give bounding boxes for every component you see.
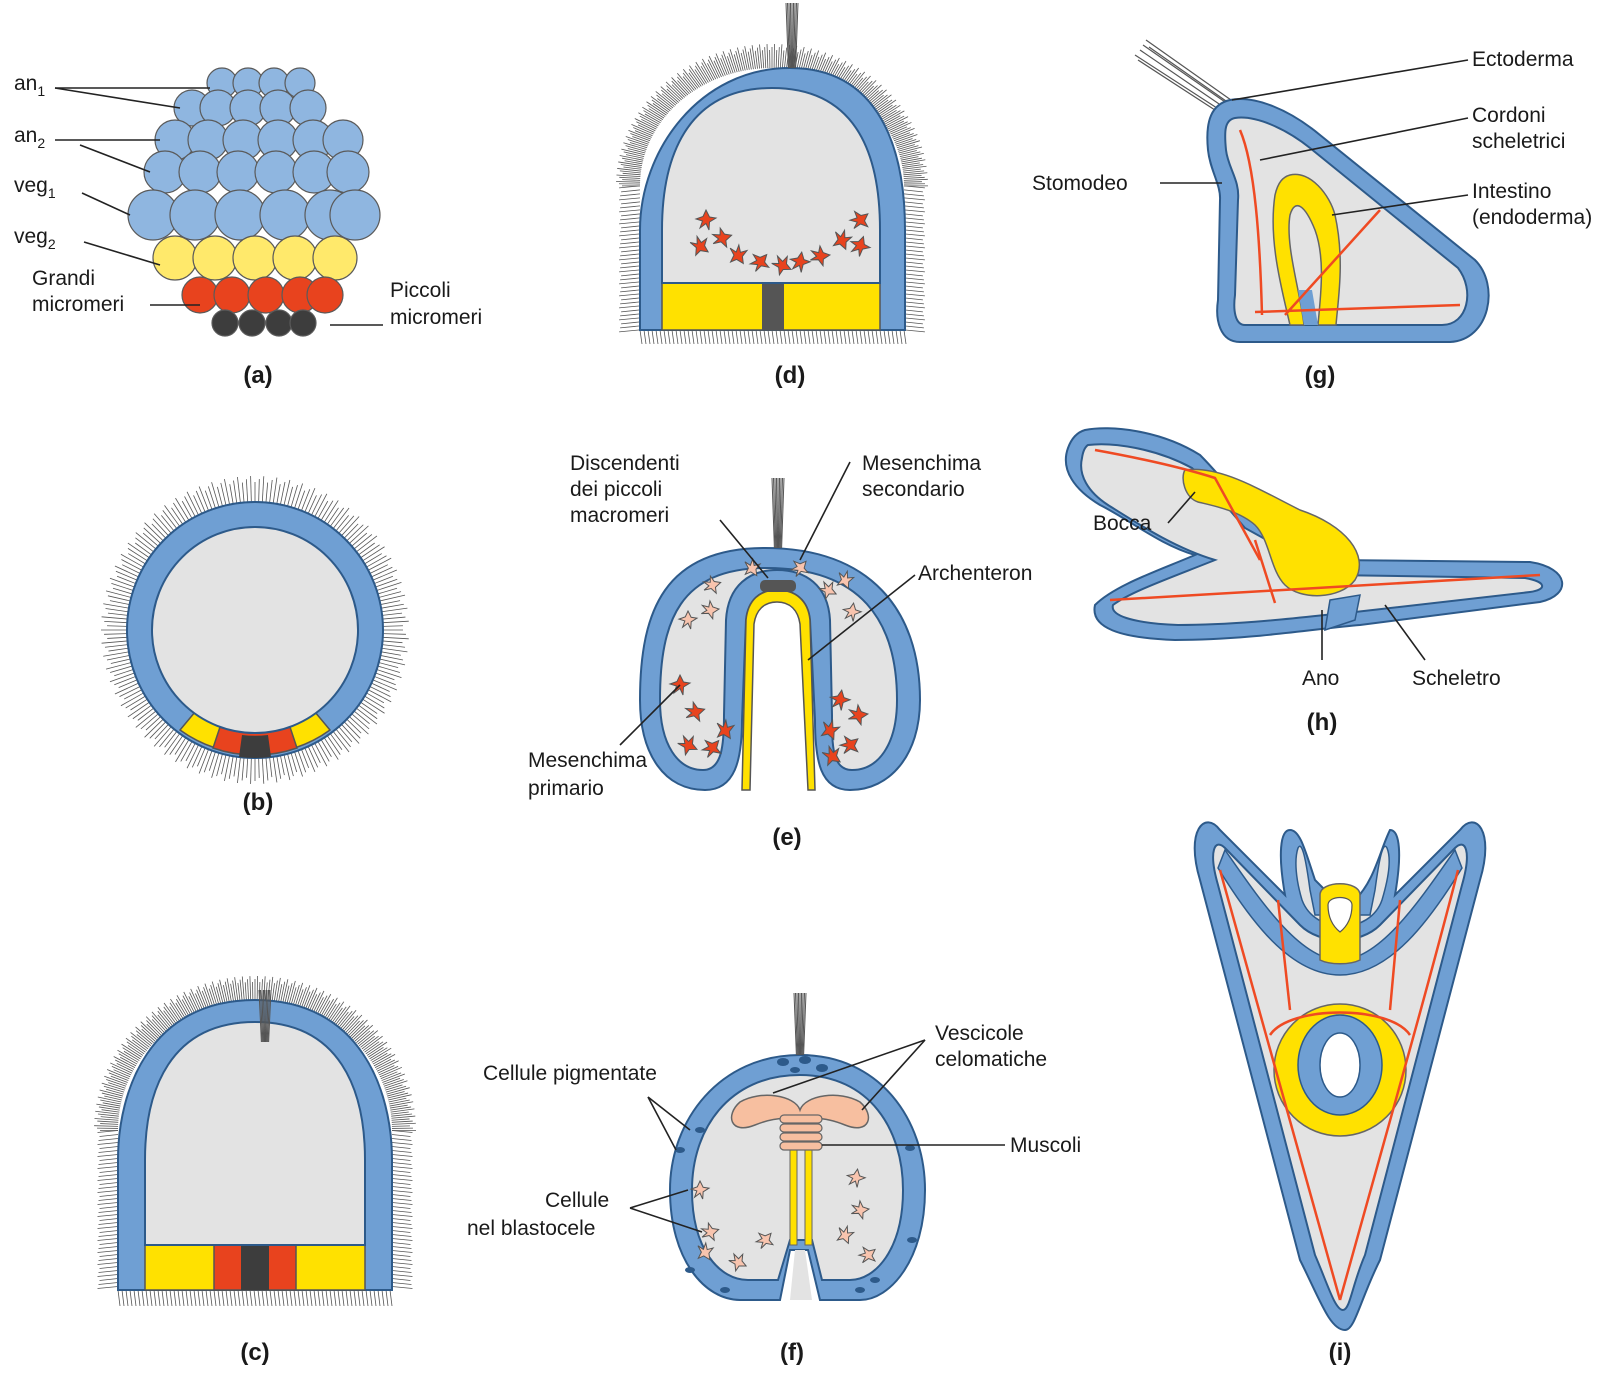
blastomere <box>273 236 317 280</box>
vescicole-label-2: celomatiche <box>935 1048 1047 1071</box>
blastomere <box>307 277 343 313</box>
piccoli-label-2: micromeri <box>390 306 482 329</box>
muscle-rings <box>780 1115 822 1150</box>
cordoni-label-1: Cordoni <box>1472 104 1546 127</box>
cordoni-label-2: scheletrici <box>1472 130 1565 153</box>
small-micromeres <box>239 735 271 758</box>
panel-h-label: (h) <box>1307 709 1338 736</box>
stomodeo-label: Stomodeo <box>1032 172 1128 195</box>
blastomere <box>313 236 357 280</box>
apical-tuft <box>786 3 798 68</box>
panel-e: Discendenti dei piccoli macromeri Mesenc… <box>528 452 1032 851</box>
blastomere <box>214 277 250 313</box>
ano-label: Ano <box>1302 667 1339 690</box>
panel-b-label: (b) <box>243 789 274 816</box>
mes-prim-label-2: primario <box>528 777 604 800</box>
blastomere <box>330 190 380 240</box>
blastomere <box>170 190 220 240</box>
blastomere <box>266 310 292 336</box>
discendenti-label-2: dei piccoli <box>570 478 662 501</box>
blastomere <box>239 310 265 336</box>
mes-sec-label-2: secondario <box>862 478 965 501</box>
stomodeum-opening <box>790 1250 812 1300</box>
bocca-label: Bocca <box>1093 512 1152 535</box>
blastomere <box>179 151 221 193</box>
piccoli-label-1: Piccoli <box>390 279 451 302</box>
small-micromeres <box>241 1245 269 1290</box>
an2-label: an2 <box>14 124 45 151</box>
apical-tuft <box>794 993 806 1055</box>
archenteron <box>742 590 815 790</box>
gut-left <box>790 1145 797 1245</box>
gut-right <box>805 1145 812 1245</box>
blastomere <box>153 236 197 280</box>
apical-tuft <box>1135 40 1231 112</box>
panel-b: (b) <box>101 476 409 816</box>
blastomere <box>260 190 310 240</box>
blastocoel <box>152 527 358 733</box>
panel-g-label: (g) <box>1305 362 1336 389</box>
muscoli-label: Muscoli <box>1010 1134 1081 1157</box>
blastomere <box>193 236 237 280</box>
intestino-label-2: (endoderma) <box>1472 206 1592 229</box>
discendenti-label-1: Discendenti <box>570 452 680 475</box>
panel-a-label: (a) <box>243 362 272 389</box>
grandi-label-2: micromeri <box>32 293 124 316</box>
veg1-label: veg1 <box>14 174 56 201</box>
small-micromere-descendants <box>760 580 796 592</box>
panel-c-label: (c) <box>240 1339 269 1366</box>
panel-g: Ectoderma Cordoni scheletrici Stomodeo I… <box>1032 40 1592 389</box>
blastomere <box>248 277 284 313</box>
panel-f-label: (f) <box>780 1339 804 1366</box>
vescicole-label-1: Vescicole <box>935 1022 1024 1045</box>
panel-a: an1 an2 veg1 veg2 Grandi micromeri Picco… <box>14 68 482 389</box>
blastocoel <box>145 1022 365 1245</box>
pigment-label: Cellule pigmentate <box>483 1062 657 1085</box>
intestino-label-1: Intestino <box>1472 180 1551 203</box>
discendenti-label-3: macromeri <box>570 504 669 527</box>
blastomere <box>212 310 238 336</box>
archenteron-label: Archenteron <box>918 562 1032 585</box>
an1-label: an1 <box>14 72 45 99</box>
veg2-label: veg2 <box>14 225 56 252</box>
panel-d: (d) <box>616 3 928 389</box>
intestine-lumen <box>1320 1033 1360 1097</box>
grandi-label-1: Grandi <box>32 267 95 290</box>
blastomere <box>255 151 297 193</box>
blastomere <box>182 277 218 313</box>
panel-e-label: (e) <box>772 824 801 851</box>
panel-f: Cellule pigmentate Vescicole celomatiche… <box>467 993 1081 1366</box>
panel-i: (i) <box>1195 822 1486 1366</box>
cell-cluster <box>128 68 380 336</box>
apical-tuft <box>772 478 784 548</box>
blastomere <box>233 236 277 280</box>
blastomere <box>327 151 369 193</box>
small-micromeres <box>762 283 784 330</box>
panel-h: Bocca Ano Scheletro (h) <box>1066 428 1562 736</box>
blastomere <box>215 190 265 240</box>
blastomere <box>217 151 259 193</box>
mes-prim-label-1: Mesenchima <box>528 749 647 772</box>
scheletro-label: Scheletro <box>1412 667 1501 690</box>
blastomere <box>290 310 316 336</box>
cellule-label-1: Cellule <box>545 1189 609 1212</box>
ectoderma-label: Ectoderma <box>1472 48 1574 71</box>
panel-c: (c) <box>94 976 416 1366</box>
cellule-label-2: nel blastocele <box>467 1217 595 1240</box>
mes-sec-label-1: Mesenchima <box>862 452 981 475</box>
panel-d-label: (d) <box>775 362 806 389</box>
panel-i-label: (i) <box>1329 1339 1352 1366</box>
